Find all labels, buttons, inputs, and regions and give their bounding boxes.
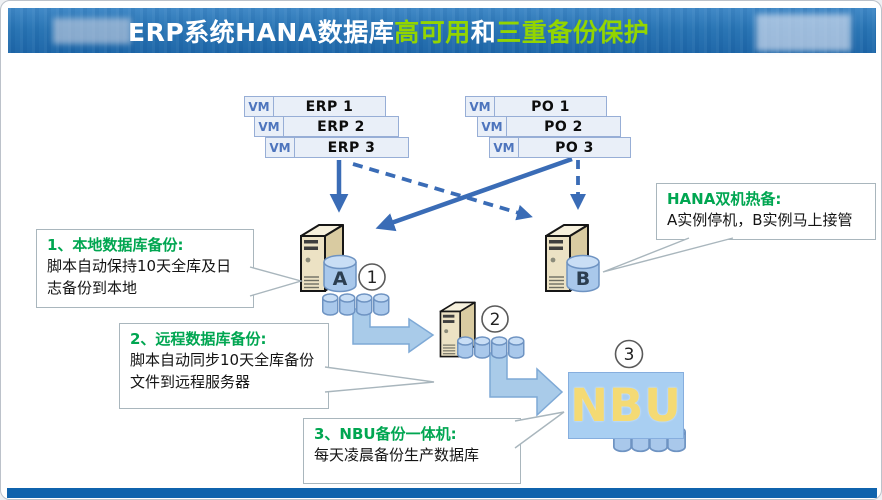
- vm-tag: VM: [466, 97, 495, 116]
- vm-box-po2: VM PO 2: [477, 116, 621, 137]
- title-segment-3: 和: [470, 17, 497, 47]
- callout-hana-heading: HANA双机热备:: [667, 190, 782, 208]
- title-segment-1: ERP系统HANA数据库: [128, 17, 395, 47]
- callout-remote-body: 脚本自动同步10天全库备份文件到远程服务器: [130, 351, 315, 391]
- redacted-logo-right: [756, 14, 851, 51]
- pointer-nbu: [515, 412, 564, 448]
- arrow-po-to-a: [375, 156, 573, 232]
- vm-label-po1: PO 1: [531, 98, 570, 115]
- callout-local-heading: 1、本地数据库备份:: [47, 236, 184, 254]
- callout-local-body: 脚本自动保持10天全库及日志备份到本地: [47, 257, 232, 297]
- title-segment-4: 三重备份保护: [496, 17, 650, 47]
- callout-nbu-body: 每天凌晨备份生产数据库: [314, 446, 480, 465]
- vm-box-erp3: VM ERP 3: [265, 137, 409, 158]
- vm-label-erp1: ERP 1: [305, 98, 354, 115]
- pointer-remote: [325, 367, 434, 392]
- vm-label-po3: PO 3: [555, 139, 594, 156]
- title-segment-2: 高可用: [394, 17, 471, 47]
- vm-box-erp2: VM ERP 2: [254, 116, 399, 137]
- callout-local-backup: 1、本地数据库备份: 脚本自动保持10天全库及日志备份到本地: [36, 229, 254, 308]
- database-a-label: A: [333, 268, 348, 290]
- vm-tag: VM: [266, 138, 295, 157]
- step-circle-2: 2: [481, 305, 509, 333]
- step-3-number: 3: [624, 345, 635, 365]
- pointer-local: [250, 267, 301, 296]
- page-title: ERP系统HANA数据库高可用和三重备份保护: [128, 13, 649, 49]
- callout-nbu-heading: 3、NBU备份一体机:: [314, 425, 457, 443]
- vm-label-po2: PO 2: [544, 118, 583, 135]
- slide-header-bar: ERP系统HANA数据库高可用和三重备份保护: [8, 8, 876, 53]
- header-background-texture: [8, 8, 876, 53]
- callout-hana-body: A实例停机，B实例马上接管: [667, 211, 853, 230]
- nbu-appliance: NBU: [568, 372, 684, 439]
- vm-to-server-arrows: [329, 156, 586, 232]
- step-circle-3: 3: [614, 339, 644, 369]
- vm-tag: VM: [255, 117, 284, 136]
- step-circle-1: 1: [358, 263, 386, 291]
- block-arrow-a-to-remote: [352, 308, 435, 354]
- server-b-icon: [545, 224, 589, 292]
- vm-label-erp2: ERP 2: [317, 118, 365, 135]
- database-b-icon: [566, 254, 600, 293]
- remote-server-icon: [439, 301, 476, 358]
- vm-box-po3: VM PO 3: [489, 137, 631, 158]
- callout-remote-backup: 2、远程数据库备份: 脚本自动同步10天全库备份文件到远程服务器: [119, 323, 329, 409]
- vm-tag: VM: [490, 138, 519, 157]
- remote-server-disks: [457, 336, 525, 359]
- database-a-icon: [323, 254, 357, 293]
- vm-tag: VM: [478, 117, 507, 136]
- vm-box-erp1: VM ERP 1: [244, 96, 386, 117]
- vm-box-po1: VM PO 1: [465, 96, 607, 117]
- callout-remote-heading: 2、远程数据库备份:: [130, 330, 267, 348]
- server-a-icon: [300, 224, 344, 292]
- step-1-number: 1: [367, 268, 378, 288]
- callout-hana-ha: HANA双机热备: A实例停机，B实例马上接管: [656, 183, 876, 240]
- callout-nbu-backup: 3、NBU备份一体机: 每天凌晨备份生产数据库: [303, 418, 521, 484]
- arrow-erp-to-b-dashed: [352, 162, 533, 221]
- vm-label-erp3: ERP 3: [327, 139, 376, 156]
- block-arrow-remote-to-nbu: [489, 352, 564, 417]
- slide-footer-bar: [7, 488, 877, 498]
- database-b-label: B: [576, 268, 590, 290]
- step-2-number: 2: [490, 310, 501, 330]
- pointer-hana: [603, 238, 733, 272]
- redacted-logo-left: [53, 18, 131, 44]
- vm-tag: VM: [245, 97, 274, 116]
- server-a-disks: [322, 293, 390, 316]
